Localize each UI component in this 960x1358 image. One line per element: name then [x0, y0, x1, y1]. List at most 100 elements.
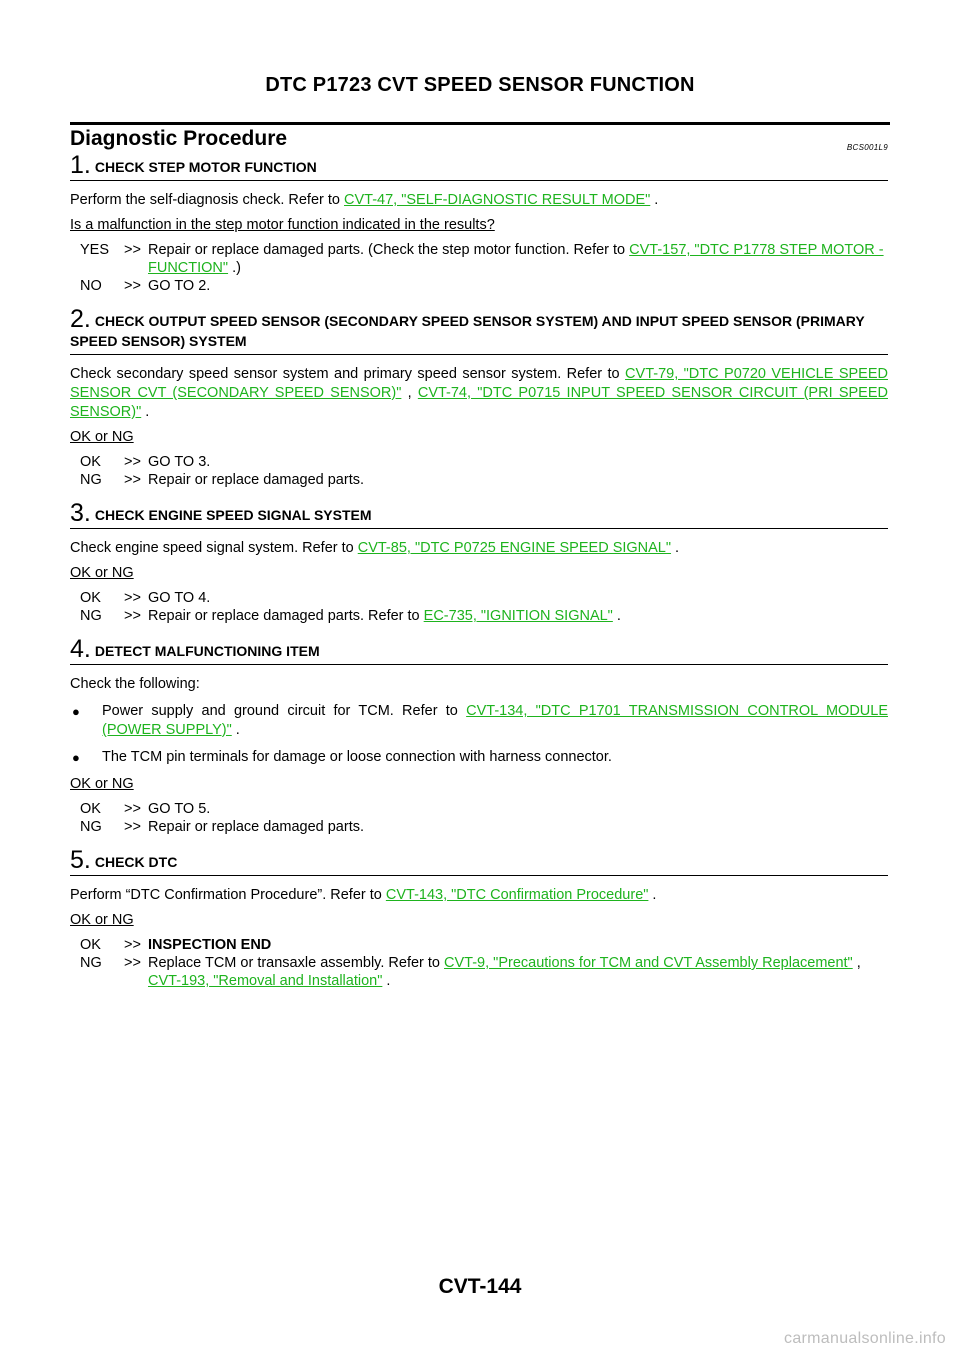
- result-text-part: .: [612, 608, 621, 624]
- header-rule: [70, 122, 890, 125]
- instruction-text: Perform “DTC Confirmation Procedure”. Re…: [70, 887, 386, 903]
- reference-link[interactable]: CVT-9, "Precautions for TCM and CVT Asse…: [444, 955, 853, 971]
- result-row: NG >> Replace TCM or transaxle assembly.…: [80, 954, 888, 990]
- reference-link[interactable]: CVT-79, "DTC P0720 VEHICLE SPEED SENSOR …: [70, 366, 888, 401]
- step-1: 1.CHECK STEP MOTOR FUNCTION Perform the …: [70, 153, 888, 295]
- page-number: CVT-144: [438, 1275, 522, 1298]
- list-item-text: .: [231, 722, 240, 738]
- step-title: CHECK DTC: [94, 854, 178, 870]
- reference-link[interactable]: CVT-47, "SELF-DIAGNOSTIC RESULT MODE": [344, 192, 651, 208]
- step-instruction: Perform the self-diagnosis check. Refer …: [70, 191, 888, 210]
- step-instruction: Perform “DTC Confirmation Procedure”. Re…: [70, 886, 888, 905]
- result-text: GO TO 3.: [148, 454, 211, 470]
- bullet-icon: ●: [72, 704, 80, 719]
- result-arrow: >>: [124, 819, 141, 835]
- result-label: OK: [80, 801, 101, 817]
- list-item: ● The TCM pin terminals for damage or loo…: [70, 748, 888, 767]
- step-heading: 2.CHECK OUTPUT SPEED SENSOR (SECONDARY S…: [70, 307, 888, 355]
- result-arrow: >>: [124, 608, 141, 624]
- result-text-part: Repair or replace damaged parts. (Check …: [148, 242, 630, 258]
- result-row: OK >> GO TO 4.: [80, 589, 888, 607]
- result-row: OK >> GO TO 5.: [80, 800, 888, 818]
- result-arrow: >>: [124, 937, 141, 953]
- step-question: Is a malfunction in the step motor funct…: [70, 217, 495, 233]
- step-title: CHECK STEP MOTOR FUNCTION: [94, 159, 317, 175]
- result-label: NG: [80, 472, 102, 488]
- step-question: OK or NG: [70, 565, 134, 581]
- result-row: NG >> Repair or replace damaged parts.: [80, 818, 888, 836]
- procedure-code: BCS001L9: [846, 143, 888, 152]
- result-label: OK: [80, 590, 101, 606]
- result-label: NG: [80, 819, 102, 835]
- result-arrow: >>: [124, 278, 141, 294]
- step-heading: 5.CHECK DTC: [70, 848, 888, 876]
- watermark: carmanualsonline.info: [784, 1330, 946, 1347]
- result-label: NG: [80, 955, 102, 971]
- result-text: GO TO 2.: [148, 278, 211, 294]
- step-results: OK >> GO TO 5. NG >> Repair or replace d…: [80, 800, 888, 836]
- step-number: 5.: [70, 846, 91, 874]
- result-row: NG >> Repair or replace damaged parts. R…: [80, 607, 888, 625]
- result-text: GO TO 5.: [148, 801, 211, 817]
- bullet-icon: ●: [72, 750, 80, 765]
- result-arrow: >>: [124, 801, 141, 817]
- result-label: OK: [80, 937, 101, 953]
- result-row: OK >> GO TO 3.: [80, 453, 888, 471]
- result-arrow: >>: [124, 590, 141, 606]
- page-content: Diagnostic Procedure BCS001L9 1.CHECK ST…: [70, 126, 888, 990]
- procedure-title: Diagnostic Procedure: [70, 127, 288, 150]
- result-label: NG: [80, 608, 102, 624]
- step-title: DETECT MALFUNCTIONING ITEM: [94, 643, 320, 659]
- result-arrow: >>: [124, 242, 141, 258]
- reference-link[interactable]: CVT-193, "Removal and Installation": [148, 973, 383, 989]
- result-arrow: >>: [124, 955, 141, 971]
- step-title: CHECK ENGINE SPEED SIGNAL SYSTEM: [94, 507, 372, 523]
- instruction-text: .: [671, 540, 680, 556]
- result-text-part: Replace TCM or transaxle assembly. Refer…: [148, 955, 445, 971]
- result-text-part: Repair or replace damaged parts. Refer t…: [148, 608, 424, 624]
- reference-link[interactable]: CVT-157, "DTC P1778 STEP MOTOR - FUNCTIO…: [148, 242, 884, 276]
- step-heading: 3.CHECK ENGINE SPEED SIGNAL SYSTEM: [70, 501, 888, 529]
- reference-link[interactable]: CVT-74, "DTC P0715 INPUT SPEED SENSOR CI…: [70, 385, 888, 420]
- step-title: CHECK OUTPUT SPEED SENSOR (SECONDARY SPE…: [70, 313, 865, 349]
- result-label: NO: [80, 278, 102, 294]
- result-text: INSPECTION END: [148, 937, 272, 953]
- result-row: NG >> Repair or replace damaged parts.: [80, 471, 888, 489]
- step-results: OK >> INSPECTION END NG >> Replace TCM o…: [80, 936, 888, 990]
- step-3: 3.CHECK ENGINE SPEED SIGNAL SYSTEM Check…: [70, 501, 888, 625]
- step-4: 4.DETECT MALFUNCTIONING ITEM Check the f…: [70, 637, 888, 836]
- step-instruction: Check engine speed signal system. Refer …: [70, 539, 888, 558]
- result-row: OK >> INSPECTION END: [80, 936, 888, 954]
- result-text-part: .): [228, 260, 241, 276]
- reference-link[interactable]: CVT-85, "DTC P0725 ENGINE SPEED SIGNAL": [357, 540, 672, 556]
- instruction-text: .: [650, 192, 659, 208]
- procedure-title-row: Diagnostic Procedure BCS001L9: [70, 126, 888, 152]
- list-item-text: The TCM pin terminals for damage or loos…: [102, 749, 612, 765]
- result-row: NO >> GO TO 2.: [80, 277, 888, 295]
- list-item-text: Power supply and ground circuit for TCM.…: [102, 703, 467, 719]
- step-heading: 4.DETECT MALFUNCTIONING ITEM: [70, 637, 888, 665]
- step-question: OK or NG: [70, 912, 134, 928]
- result-text: Repair or replace damaged parts. Refer t…: [148, 607, 888, 625]
- result-text: Repair or replace damaged parts.: [148, 472, 365, 488]
- instruction-text: Perform the self-diagnosis check. Refer …: [70, 192, 345, 208]
- result-row: YES >> Repair or replace damaged parts. …: [80, 241, 888, 277]
- result-arrow: >>: [124, 454, 141, 470]
- step-number: 4.: [70, 635, 91, 663]
- result-text: GO TO 4.: [148, 590, 211, 606]
- step-number: 3.: [70, 499, 91, 527]
- reference-link[interactable]: CVT-143, "DTC Confirmation Procedure": [385, 887, 649, 903]
- instruction-text: .: [141, 404, 150, 420]
- instruction-text: ,: [401, 385, 418, 401]
- step-instruction: Check the following:: [70, 676, 200, 692]
- result-text: Repair or replace damaged parts. (Check …: [148, 241, 888, 277]
- step-question: OK or NG: [70, 429, 134, 445]
- result-text: Replace TCM or transaxle assembly. Refer…: [148, 954, 888, 990]
- list-item: ● Power supply and ground circuit for TCM…: [70, 702, 888, 740]
- instruction-text: .: [648, 887, 657, 903]
- reference-link[interactable]: EC-735, "IGNITION SIGNAL": [423, 608, 613, 624]
- result-text-part: .: [382, 973, 391, 989]
- step-2: 2.CHECK OUTPUT SPEED SENSOR (SECONDARY S…: [70, 307, 888, 489]
- step-instruction: Check secondary speed sensor system and …: [70, 365, 888, 422]
- reference-link[interactable]: CVT-134, "DTC P1701 TRANSMISSION CONTROL…: [102, 703, 888, 738]
